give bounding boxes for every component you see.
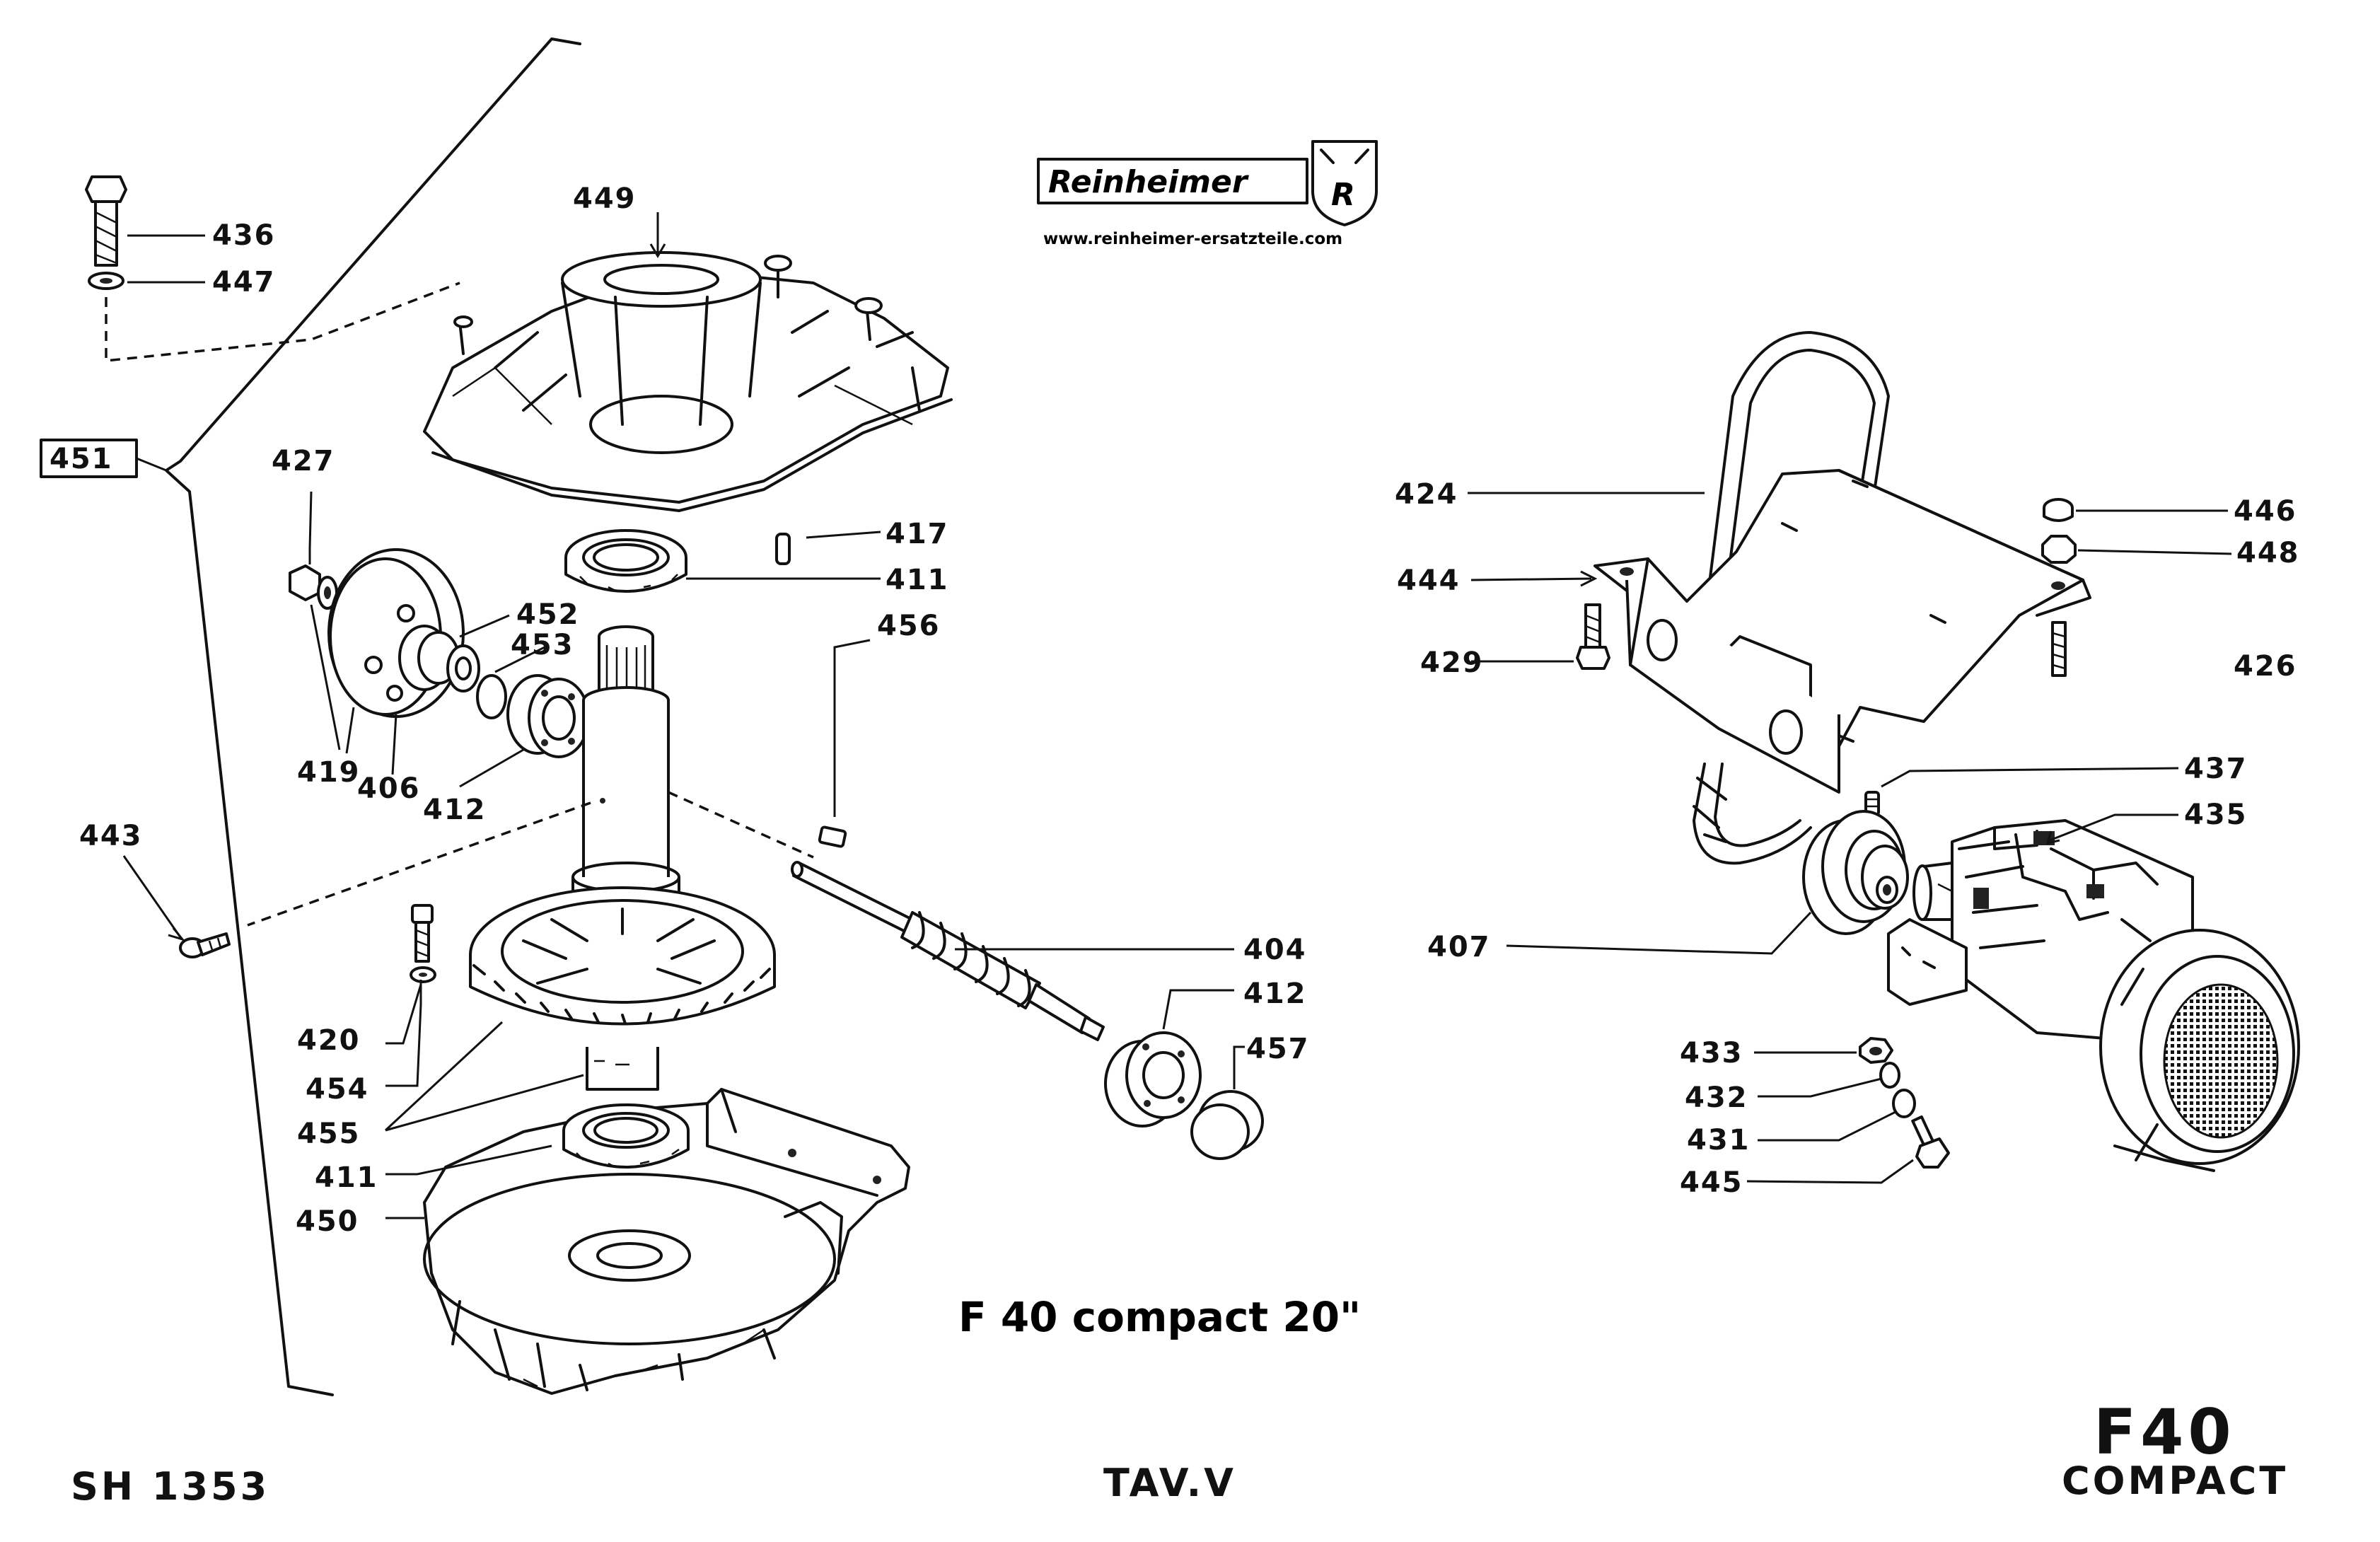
cap-457 — [1190, 1090, 1264, 1160]
label-420: 420 — [297, 1024, 361, 1057]
belt-424 — [1693, 331, 1890, 865]
label-437: 437 — [2184, 753, 2248, 785]
motor-bracket-444 — [1594, 469, 2091, 794]
diagram-title: F 40 compact 20" — [958, 1293, 1361, 1341]
label-431: 431 — [1687, 1124, 1751, 1156]
label-427: 427 — [272, 445, 335, 477]
label-436: 436 — [212, 219, 276, 252]
screw-443 — [179, 932, 231, 958]
washer-447 — [88, 272, 124, 290]
bearing-411-lower — [562, 1103, 690, 1169]
nut-448 — [2041, 535, 2077, 564]
nut-433 — [1859, 1037, 1893, 1064]
bearing-412-upper — [506, 674, 590, 758]
label-429: 429 — [1420, 647, 1484, 679]
label-417: 417 — [886, 518, 949, 550]
screw-420 — [410, 904, 436, 983]
footer-sheet-code: SH 1353 — [71, 1464, 269, 1509]
pulley-406 — [327, 548, 465, 718]
label-432: 432 — [1685, 1082, 1748, 1114]
circlip-453 — [476, 674, 507, 719]
bearing-411-upper — [564, 529, 687, 593]
label-424: 424 — [1395, 478, 1458, 511]
label-426: 426 — [2234, 650, 2297, 683]
label-449: 449 — [573, 182, 637, 215]
key-456 — [818, 825, 847, 848]
screw-445 — [1911, 1115, 1950, 1169]
label-435: 435 — [2184, 799, 2248, 831]
pin-417 — [775, 533, 791, 565]
label-450: 450 — [296, 1205, 359, 1238]
motor-pulley-407 — [1802, 810, 1909, 935]
label-406: 406 — [357, 772, 421, 805]
worm-wheel-454 — [469, 886, 776, 1091]
label-445: 445 — [1680, 1166, 1743, 1199]
brand-url: www.reinheimer-ersatzteile.com — [1043, 230, 1342, 248]
brand-emblem-letter: R — [1331, 177, 1355, 213]
label-446: 446 — [2234, 495, 2297, 528]
brand-name: Reinheimer — [1048, 164, 1249, 200]
washer-431 — [1892, 1089, 1916, 1118]
label-454: 454 — [306, 1073, 369, 1106]
stud-426 — [2051, 621, 2067, 677]
electric-motor-435 — [1887, 819, 2300, 1172]
label-411a: 411 — [886, 564, 949, 596]
label-407: 407 — [1427, 931, 1491, 963]
brand-emblem-icon: R — [1311, 140, 1378, 226]
label-412b: 412 — [1243, 978, 1307, 1010]
label-419: 419 — [297, 756, 361, 789]
label-411b: 411 — [315, 1161, 378, 1194]
footer-plate: TAV.V — [1103, 1461, 1236, 1505]
footer-model-sub: COMPACT — [2062, 1459, 2288, 1503]
label-451: 451 — [50, 443, 113, 475]
label-457: 457 — [1246, 1033, 1310, 1065]
bearing-412-lower — [1104, 1031, 1202, 1127]
label-447: 447 — [212, 266, 276, 298]
label-448: 448 — [2236, 537, 2300, 569]
label-456: 456 — [877, 610, 941, 642]
spacer-452 — [446, 644, 480, 692]
nut-446 — [2043, 498, 2074, 522]
assembly-bracket-451 — [40, 37, 581, 1396]
label-443: 443 — [79, 820, 143, 852]
label-404: 404 — [1243, 934, 1307, 966]
brand-logo: Reinheimer R www.reinheimer-ersatzteile.… — [1037, 140, 1378, 248]
label-455: 455 — [297, 1118, 361, 1150]
label-412a: 412 — [423, 794, 487, 826]
label-453: 453 — [511, 629, 574, 661]
output-shaft — [571, 625, 680, 921]
nut-427 — [289, 564, 338, 610]
label-433: 433 — [1680, 1037, 1743, 1069]
bolt-436 — [85, 175, 127, 267]
footer-model-main: F40 — [2094, 1396, 2236, 1468]
label-444: 444 — [1397, 564, 1461, 597]
gearbox-cover-449 — [423, 212, 953, 512]
worm-shaft-404 — [791, 861, 1105, 1041]
label-452: 452 — [516, 598, 580, 631]
washer-432 — [1879, 1062, 1900, 1089]
bolt-429 — [1576, 603, 1610, 670]
